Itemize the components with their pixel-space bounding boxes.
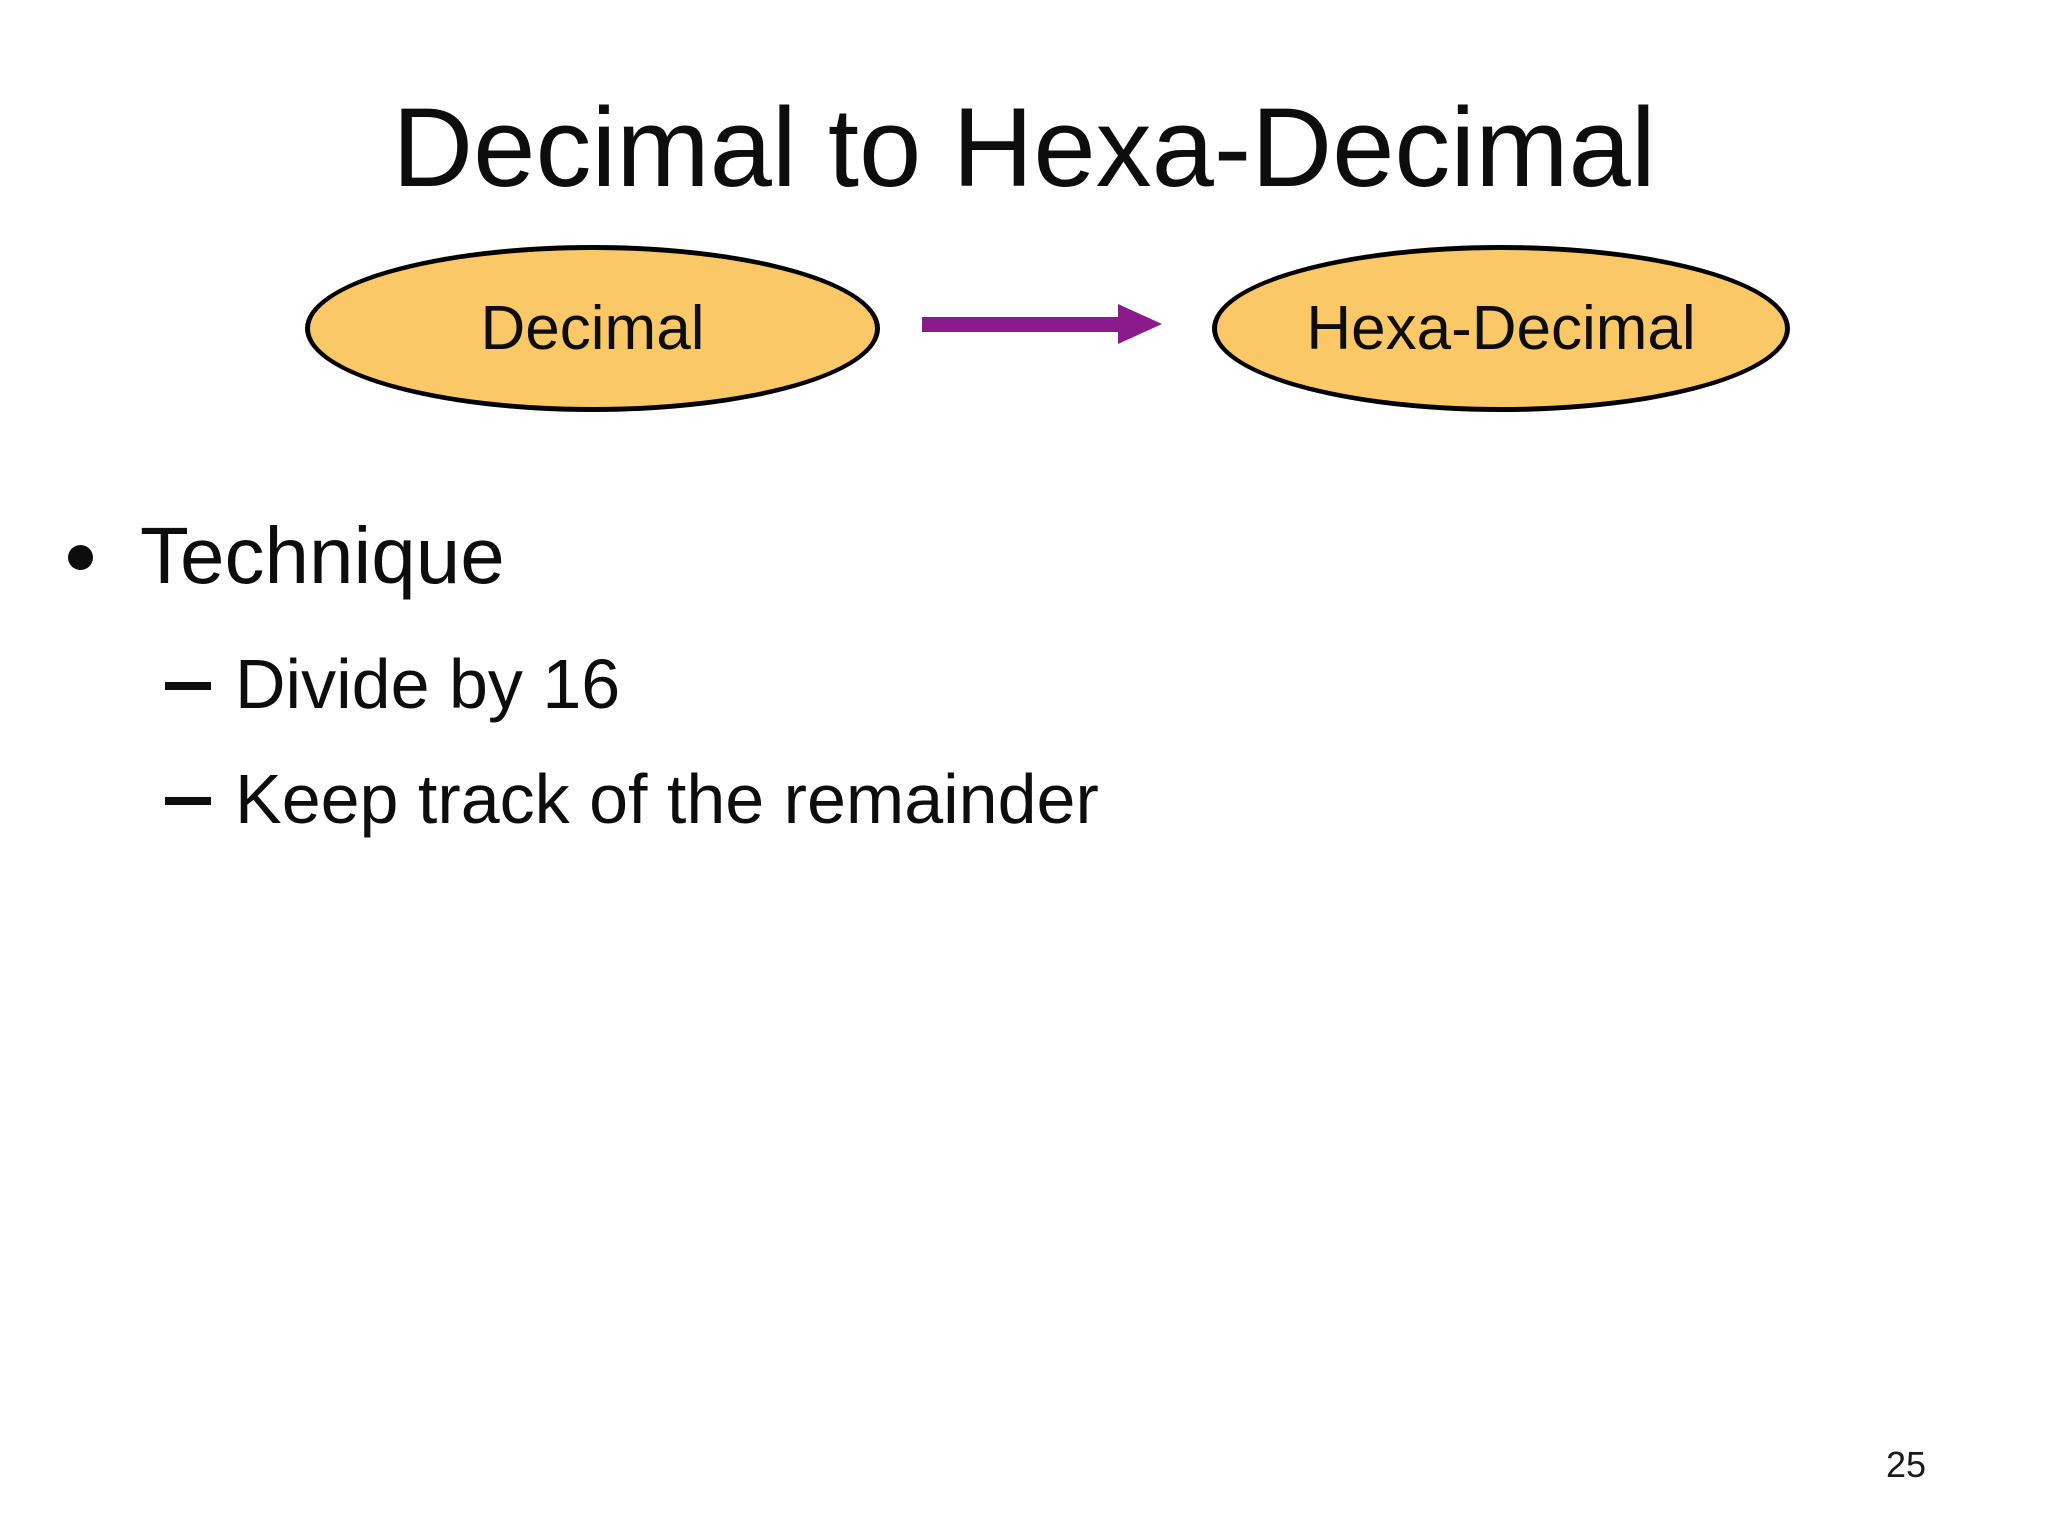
slide-title: Decimal to Hexa-Decimal xyxy=(392,85,1656,210)
bullet-dot-icon xyxy=(68,545,93,570)
dash-icon xyxy=(165,682,211,690)
hexadecimal-node: Hexa-Decimal xyxy=(1212,245,1790,412)
hexadecimal-node-label: Hexa-Decimal xyxy=(1306,294,1696,363)
right-arrow-icon xyxy=(922,304,1162,344)
page-number: 25 xyxy=(1886,1444,1927,1485)
decimal-node-label: Decimal xyxy=(480,294,705,363)
sub-bullet-divide-by-16: Divide by 16 xyxy=(235,645,621,723)
decimal-node: Decimal xyxy=(305,245,880,412)
bullet-technique: Technique xyxy=(140,511,505,600)
dash-icon xyxy=(165,797,211,805)
sub-bullet-keep-track-remainder: Keep track of the remainder xyxy=(235,760,1099,838)
